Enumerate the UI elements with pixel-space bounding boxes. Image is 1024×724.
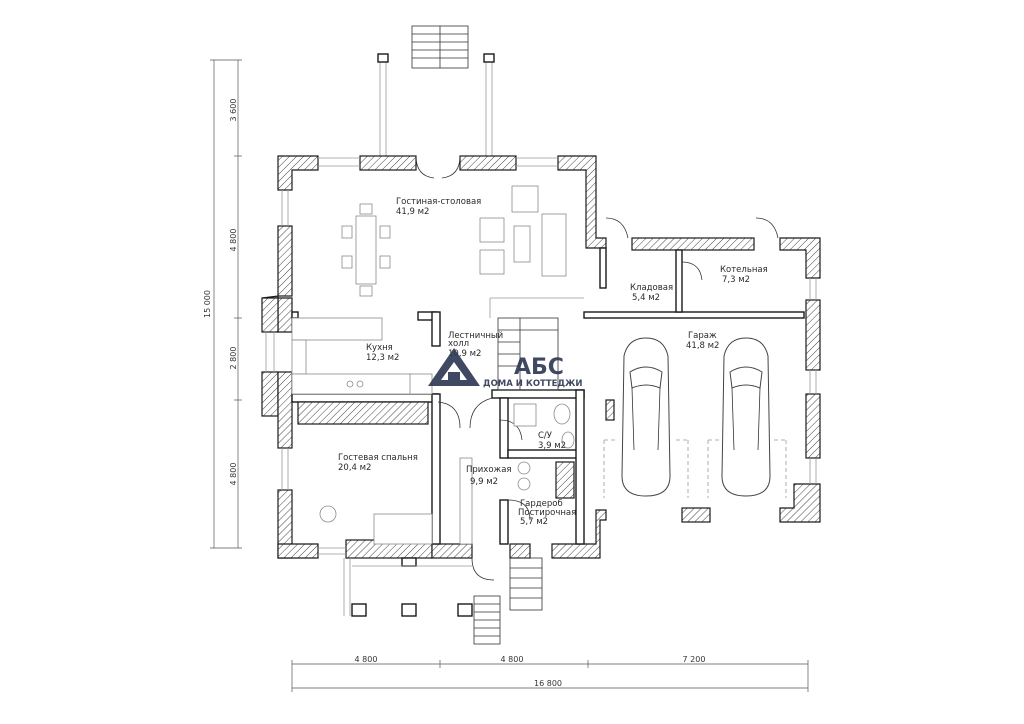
dim-left-4: 4 800 bbox=[229, 463, 238, 486]
dim-left-3: 2 800 bbox=[229, 347, 238, 370]
dim-left-2: 4 800 bbox=[229, 229, 238, 252]
room-hall-area: 9,9 м2 bbox=[470, 477, 498, 487]
furniture bbox=[291, 185, 584, 545]
exterior-lines bbox=[343, 557, 543, 645]
room-hall-name: Прихожая bbox=[466, 465, 512, 475]
room-boiler-area: 7,3 м2 bbox=[722, 275, 750, 285]
garage-cars bbox=[603, 337, 787, 498]
room-guest-area: 20,4 м2 bbox=[338, 463, 371, 473]
dim-bottom-2: 4 800 bbox=[501, 655, 524, 664]
dim-left-1: 3 600 bbox=[229, 99, 238, 122]
walls bbox=[261, 155, 821, 559]
logo-mark-icon bbox=[428, 348, 480, 386]
room-pantry-area: 5,4 м2 bbox=[632, 293, 660, 303]
room-kitchen-area: 12,3 м2 bbox=[366, 353, 399, 363]
room-wardrobe-name: Гардероб bbox=[520, 499, 563, 509]
doors bbox=[415, 155, 779, 581]
dim-total-horizontal: 16 800 bbox=[534, 679, 562, 688]
room-stair-area: 10,9 м2 bbox=[448, 349, 481, 359]
logo-title: АБС bbox=[514, 355, 564, 380]
room-labels: Гостиная-столовая 41,9 м2 Кухня 12,3 м2 … bbox=[338, 197, 768, 527]
room-kitchen-name: Кухня bbox=[366, 343, 393, 353]
room-living-area: 41,9 м2 bbox=[396, 207, 429, 217]
room-wc-area: 3,9 м2 bbox=[538, 441, 566, 451]
dim-total-vertical: 15 000 bbox=[203, 290, 212, 318]
brand-logo: АБС ДОМА И КОТТЕДЖИ bbox=[428, 348, 583, 389]
dimension-lines bbox=[210, 59, 809, 692]
dim-bottom-1: 4 800 bbox=[355, 655, 378, 664]
room-wc-name: С/У bbox=[538, 431, 553, 441]
room-boiler-name: Котельная bbox=[720, 265, 768, 275]
room-stair-name: Лестничный bbox=[448, 331, 503, 341]
dim-bottom-3: 7 200 bbox=[683, 655, 706, 664]
room-guest-name: Гостевая спальня bbox=[338, 453, 418, 463]
windows bbox=[265, 157, 817, 555]
logo-subtitle: ДОМА И КОТТЕДЖИ bbox=[483, 379, 583, 389]
top-porch bbox=[377, 25, 495, 156]
room-living-name: Гостиная-столовая bbox=[396, 197, 481, 207]
room-garage-area: 41,8 м2 bbox=[686, 341, 719, 351]
room-wardrobe-area: 5,7 м2 bbox=[520, 517, 548, 527]
room-wardrobe-name2: Постирочная bbox=[518, 508, 576, 518]
room-stair-name2: холл bbox=[448, 339, 469, 349]
room-pantry-name: Кладовая bbox=[630, 283, 673, 293]
room-garage-name: Гараж bbox=[688, 331, 717, 341]
